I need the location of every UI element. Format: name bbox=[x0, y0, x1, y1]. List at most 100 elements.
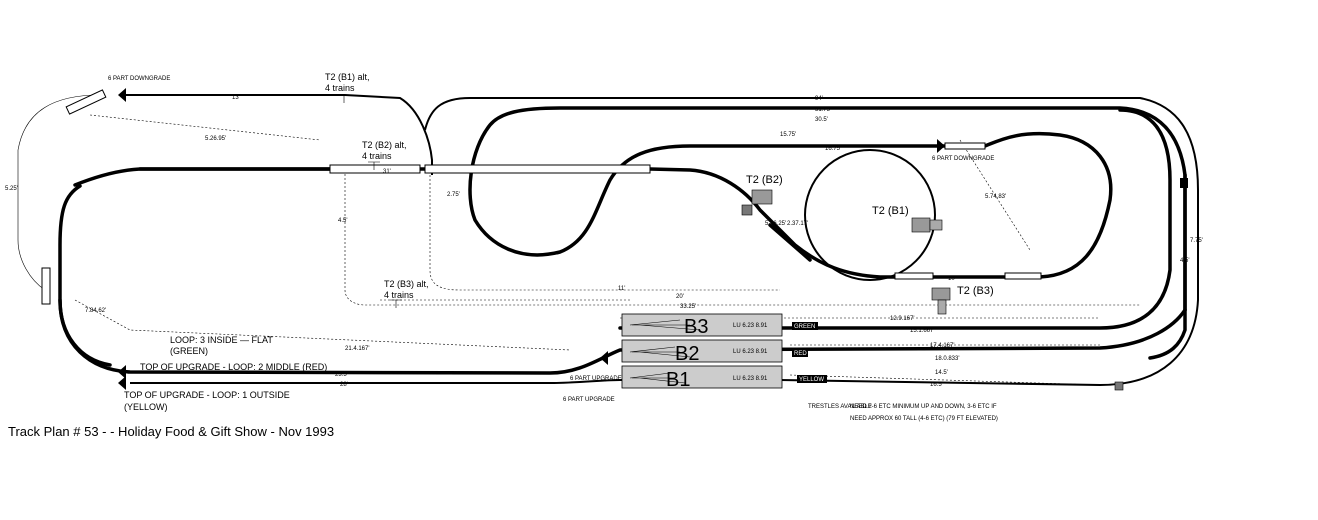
yard-b1-label: B1 bbox=[666, 369, 690, 391]
outer-loop-bottom-track bbox=[130, 97, 1199, 387]
yard-b3: B3 LU 6.23 8.91 GREEN bbox=[621, 313, 818, 338]
dim-yellow-b: 28' bbox=[340, 382, 348, 388]
dim-top-inner-2: 30.5' bbox=[815, 117, 828, 123]
dim-center-mark: 31' bbox=[383, 169, 391, 175]
yard-b2-tracks bbox=[629, 346, 691, 358]
arrow-upgrade bbox=[600, 351, 608, 365]
dim-right-v2: 4.5' bbox=[1180, 258, 1190, 264]
far-right-track bbox=[1148, 173, 1187, 360]
yard-b2-label: B2 bbox=[675, 343, 699, 365]
bridge-upper-left bbox=[65, 89, 107, 115]
yard-b3-tracks bbox=[629, 319, 701, 331]
dim-line-left-diag bbox=[89, 114, 321, 141]
b1-turnaround-circle bbox=[804, 149, 936, 281]
grade-downgrade-left: 6 PART DOWNGRADE bbox=[108, 76, 170, 82]
train-marker-b1b bbox=[929, 219, 943, 231]
dim-left-vertical: 5.25' bbox=[5, 186, 18, 192]
loop-middle-label: TOP OF UPGRADE - LOOP: 2 MIDDLE (RED) bbox=[140, 362, 327, 372]
loop-inside-color: (GREEN) bbox=[170, 346, 208, 356]
train-label-b3-alt-count: 4 trains bbox=[384, 290, 414, 300]
alt-marker-b3 bbox=[390, 299, 402, 308]
train-label-b2: T2 (B2) bbox=[746, 174, 783, 186]
alt-marker-b2 bbox=[368, 161, 380, 170]
dim-yellow-c: 14.5' bbox=[935, 370, 948, 376]
train-label-b2-alt: T2 (B2) alt, bbox=[362, 140, 407, 150]
arrow-bottom-left-red bbox=[118, 365, 126, 379]
dim-b2-mid-2: 2.37.17' bbox=[787, 221, 808, 227]
yard-b2-tag-bg bbox=[792, 349, 808, 357]
loop-outside-color: (YELLOW) bbox=[124, 402, 168, 412]
dim-red-b: 18.0.833' bbox=[935, 356, 960, 362]
yard-b1-tag: YELLOW bbox=[799, 377, 824, 383]
dim-top-inner-1: 31.75' bbox=[815, 107, 831, 113]
train-marker-b3 bbox=[931, 287, 951, 301]
trestles-line2: NEED APPROX 60 TALL (4-6 ETC) (79 FT ELE… bbox=[850, 416, 998, 422]
train-label-b2-alt-count: 4 trains bbox=[362, 151, 392, 161]
dim-inner-right: 16.75' bbox=[825, 146, 841, 152]
bridge-left bbox=[329, 164, 421, 174]
inner-loop-track bbox=[618, 108, 1172, 330]
arrow-top-left bbox=[118, 88, 126, 102]
bridge-left-vertical bbox=[41, 267, 51, 305]
plan-title: Track Plan # 53 - - Holiday Food & Gift … bbox=[8, 424, 334, 439]
dim-lower-11: 11' bbox=[618, 286, 625, 292]
b2-spur-track bbox=[768, 223, 812, 262]
yard-b2-box bbox=[621, 339, 783, 363]
trestles-line1: NEED 2-6 ETC MINIMUM UP AND DOWN, 3-6 ET… bbox=[850, 404, 997, 410]
train-label-b3-alt: T2 (B3) alt, bbox=[384, 279, 429, 289]
bridge-right-top bbox=[944, 142, 986, 150]
dim-green-c: 21.4.167' bbox=[345, 346, 370, 352]
dim-line-mid bbox=[344, 170, 1140, 306]
grade-upgrade-right: 6 PART UPGRADE bbox=[570, 376, 622, 382]
yard-b3-tag-bg bbox=[792, 322, 818, 330]
yard-b1-tracks bbox=[629, 372, 686, 384]
dim-red-a: 17.4.167' bbox=[930, 343, 955, 349]
dim-green-a: 12.9.167' bbox=[890, 316, 915, 322]
train-marker-b2 bbox=[751, 189, 773, 205]
yard-b3-box bbox=[621, 313, 783, 337]
train-label-b1-alt-count: 4 trains bbox=[325, 83, 355, 93]
dim-line-ramp bbox=[74, 299, 571, 351]
dim-right-diag: 5.74.83' bbox=[985, 194, 1006, 200]
yard-b1-box bbox=[621, 365, 783, 389]
middle-loop-track bbox=[58, 298, 1187, 375]
bridge-bottom-b bbox=[1004, 272, 1042, 280]
dim-top-right: 94' bbox=[815, 96, 823, 102]
arrow-bottom-left-yellow bbox=[118, 376, 126, 390]
train-marker-b3b bbox=[937, 299, 947, 315]
yard-b2: B2 LU 6.23 8.91 RED bbox=[621, 339, 808, 365]
dim-mid-vertical-2: 2.75' bbox=[447, 192, 460, 198]
dim-line-right-diag bbox=[959, 139, 1031, 251]
dim-line-inner bbox=[429, 175, 780, 291]
train-marker-b2b bbox=[741, 204, 753, 216]
alt-marker-b1 bbox=[338, 94, 350, 103]
yard-b2-info: LU 6.23 8.91 bbox=[733, 349, 768, 355]
train-marker-far-right bbox=[1180, 178, 1188, 188]
yard-b3-label: B3 bbox=[684, 316, 708, 338]
dim-top-left: 13' bbox=[232, 95, 240, 101]
loop-outside-label: TOP OF UPGRADE - LOOP: 1 OUTSIDE bbox=[124, 390, 290, 400]
bridge-bottom-a bbox=[894, 272, 934, 280]
dim-lower-33: 33.25' bbox=[680, 304, 696, 310]
outer-left-curve bbox=[17, 94, 101, 291]
grade-downgrade-right: 6 PART DOWNGRADE bbox=[932, 156, 994, 162]
dim-yellow-a: 23.5' bbox=[335, 372, 348, 378]
dim-green-b: 15.1.667' bbox=[910, 328, 935, 334]
arrow-right-top bbox=[937, 139, 945, 153]
yard-b1-tag-bg bbox=[797, 375, 827, 383]
train-label-b3: T2 (B3) bbox=[957, 285, 994, 297]
train-marker-right bbox=[1114, 381, 1124, 391]
dim-left-ramp: 7.84.62' bbox=[85, 308, 106, 314]
bridge-center bbox=[424, 164, 651, 174]
yard-b2-tag: RED bbox=[794, 351, 807, 357]
dim-lower-20: 20' bbox=[676, 294, 684, 300]
yard-b1: B1 LU 6.23 8.91 YELLOW bbox=[621, 365, 827, 391]
outer-loop-left-track bbox=[125, 94, 433, 175]
trestles-heading: TRESTLES AVAILABLE bbox=[808, 404, 872, 410]
dim-inner-mid: 15.75' bbox=[780, 132, 796, 138]
dim-yellow-d: 16.5' bbox=[930, 382, 943, 388]
dim-b2-mid: 5.26.25' bbox=[765, 221, 786, 227]
train-label-b1: T2 (B1) bbox=[872, 205, 909, 217]
yard-b3-info: LU 6.23 8.91 bbox=[733, 323, 768, 329]
